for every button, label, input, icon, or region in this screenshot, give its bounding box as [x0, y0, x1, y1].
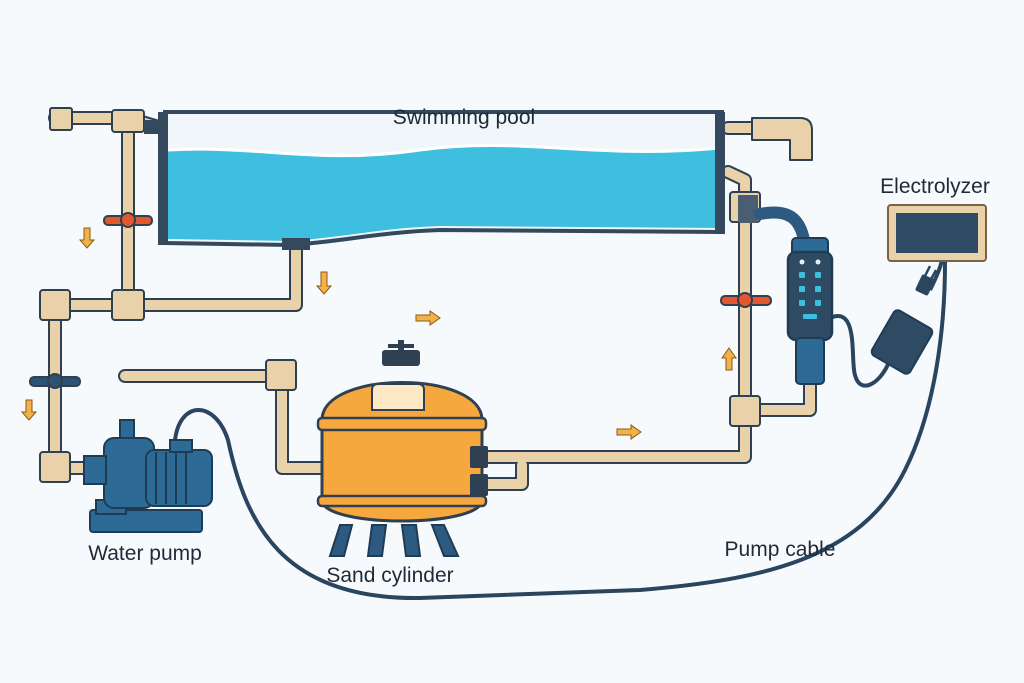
flow-arrow-icon — [415, 310, 441, 326]
pump-cable — [173, 260, 947, 601]
valve-icon — [29, 373, 81, 389]
main-drain — [282, 238, 310, 250]
flow-arrows — [20, 227, 737, 440]
electrolyzer-cable — [824, 314, 892, 388]
swimming-pool: Swimming pool — [144, 106, 758, 250]
flow-arrow-icon — [315, 271, 333, 295]
sand-cylinder-icon — [316, 340, 488, 557]
pump-cable-label: Pump cable — [725, 538, 836, 561]
valve-icon — [103, 212, 153, 228]
pump-to-filter-pipe — [120, 371, 327, 473]
electrolyzer-screen — [896, 213, 978, 253]
flow-arrow-icon — [78, 227, 96, 249]
sand-cylinder-label: Sand cylinder — [326, 564, 453, 587]
flow-arrow-icon — [721, 347, 737, 371]
bypass-pipe — [740, 375, 815, 415]
water-pump-icon — [83, 419, 213, 533]
filter-outlet-pipe — [481, 167, 750, 462]
return-pipe-left — [50, 113, 133, 310]
electrolysis-cell-icon — [754, 206, 834, 385]
pump-label: Water pump — [88, 542, 202, 565]
flow-arrow-icon — [20, 399, 38, 421]
pool-label: Swimming pool — [393, 106, 535, 129]
flow-arrow-icon — [616, 424, 642, 440]
electrolyzer-icon — [887, 204, 987, 262]
valves — [29, 212, 772, 389]
pool-water — [168, 145, 719, 241]
electrolyzer-label: Electrolyzer — [880, 175, 990, 198]
plug-icon — [870, 265, 938, 375]
valve-icon — [720, 292, 772, 308]
